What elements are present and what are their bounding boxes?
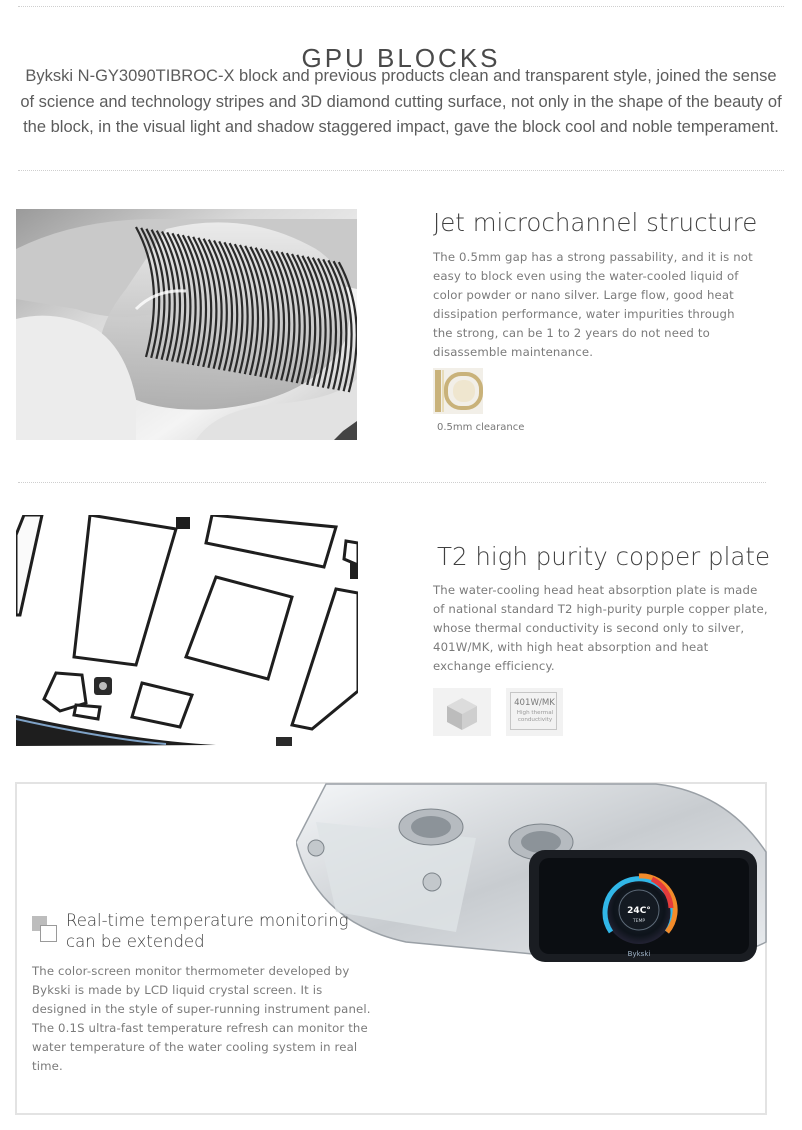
monitoring-description: The color-screen monitor thermometer dev… [32,964,371,1073]
heatsink-fin [259,248,280,379]
display-temperature: 24C° [627,906,651,916]
section-divider [18,482,766,483]
heatsink-fin [176,233,197,365]
heatsink-fin [270,249,291,381]
microchannel-image [16,209,357,440]
heatsink-fin [239,244,260,376]
heatsink-fin [306,256,327,387]
heatsink-fin [254,247,275,378]
microchannel-description: The 0.5mm gap has a strong passability, … [433,250,753,359]
heatsink-fin [332,260,353,392]
heatsink-fin [192,236,213,368]
monitor-icon [32,916,58,942]
heatsink-fin [207,239,228,370]
heatsink-fin [140,227,161,359]
heatsink-fin [317,257,338,389]
clearance-icon [433,368,483,414]
monitoring-title: Real-time temperature monitoring can be … [66,911,349,951]
heatsink-fin [280,251,301,383]
copper-plate-description: The water-cooling head heat absorption p… [433,583,768,673]
heatsink-fin [296,254,317,386]
heatsink-fin [197,237,218,369]
heatsink-fin [291,253,312,385]
cube-icon [433,688,491,736]
conductivity-badge: 401W/MK High thermal conductivity [506,688,563,736]
monitor-block-image: 24C° TEMP Bykski [296,782,768,968]
heatsink-fin [171,232,192,364]
display-temp-label: TEMP [632,918,645,924]
header-divider [18,170,784,171]
heatsink-fin [187,235,208,367]
microchannel-title: Jet microchannel structure [433,208,758,237]
heatsink-fin [275,250,296,382]
heatsink-fin [311,257,332,388]
page-title: GPU BLOCKS [301,43,501,74]
heatsink-fin [181,234,202,366]
clearance-caption: 0.5mm clearance [437,422,525,433]
heatsink-fin [223,241,244,373]
conductivity-value: 401W/MK [514,698,555,708]
heatsink-fin [337,261,357,393]
heatsink-fin [228,242,249,374]
heatsink-fin [244,245,265,377]
heatsink-fin [322,258,343,390]
heatsink-fin [265,248,286,380]
top-divider [18,6,784,7]
heatsink-fin [327,259,348,391]
heatsink-fin [249,246,270,378]
intro-paragraph: Bykski N-GY3090TIBROC-X block and previo… [20,67,782,137]
heatsink-fin [202,238,223,369]
conductivity-caption: High thermal conductivity [516,710,554,723]
display-brand: Bykski [628,950,651,958]
heatsink-fin [285,252,306,384]
copper-plate-image [16,515,358,746]
heatsink-fin [218,240,239,372]
copper-plate-title: T2 high purity copper plate [437,542,771,571]
heatsink-fin [213,239,234,371]
heatsink-fin [233,243,254,375]
heatsink-fin [301,255,322,387]
monitoring-panel [15,782,767,1115]
heatsink-fin [150,229,171,360]
heatsink-fin [145,228,166,360]
heatsink-fin [135,226,156,358]
